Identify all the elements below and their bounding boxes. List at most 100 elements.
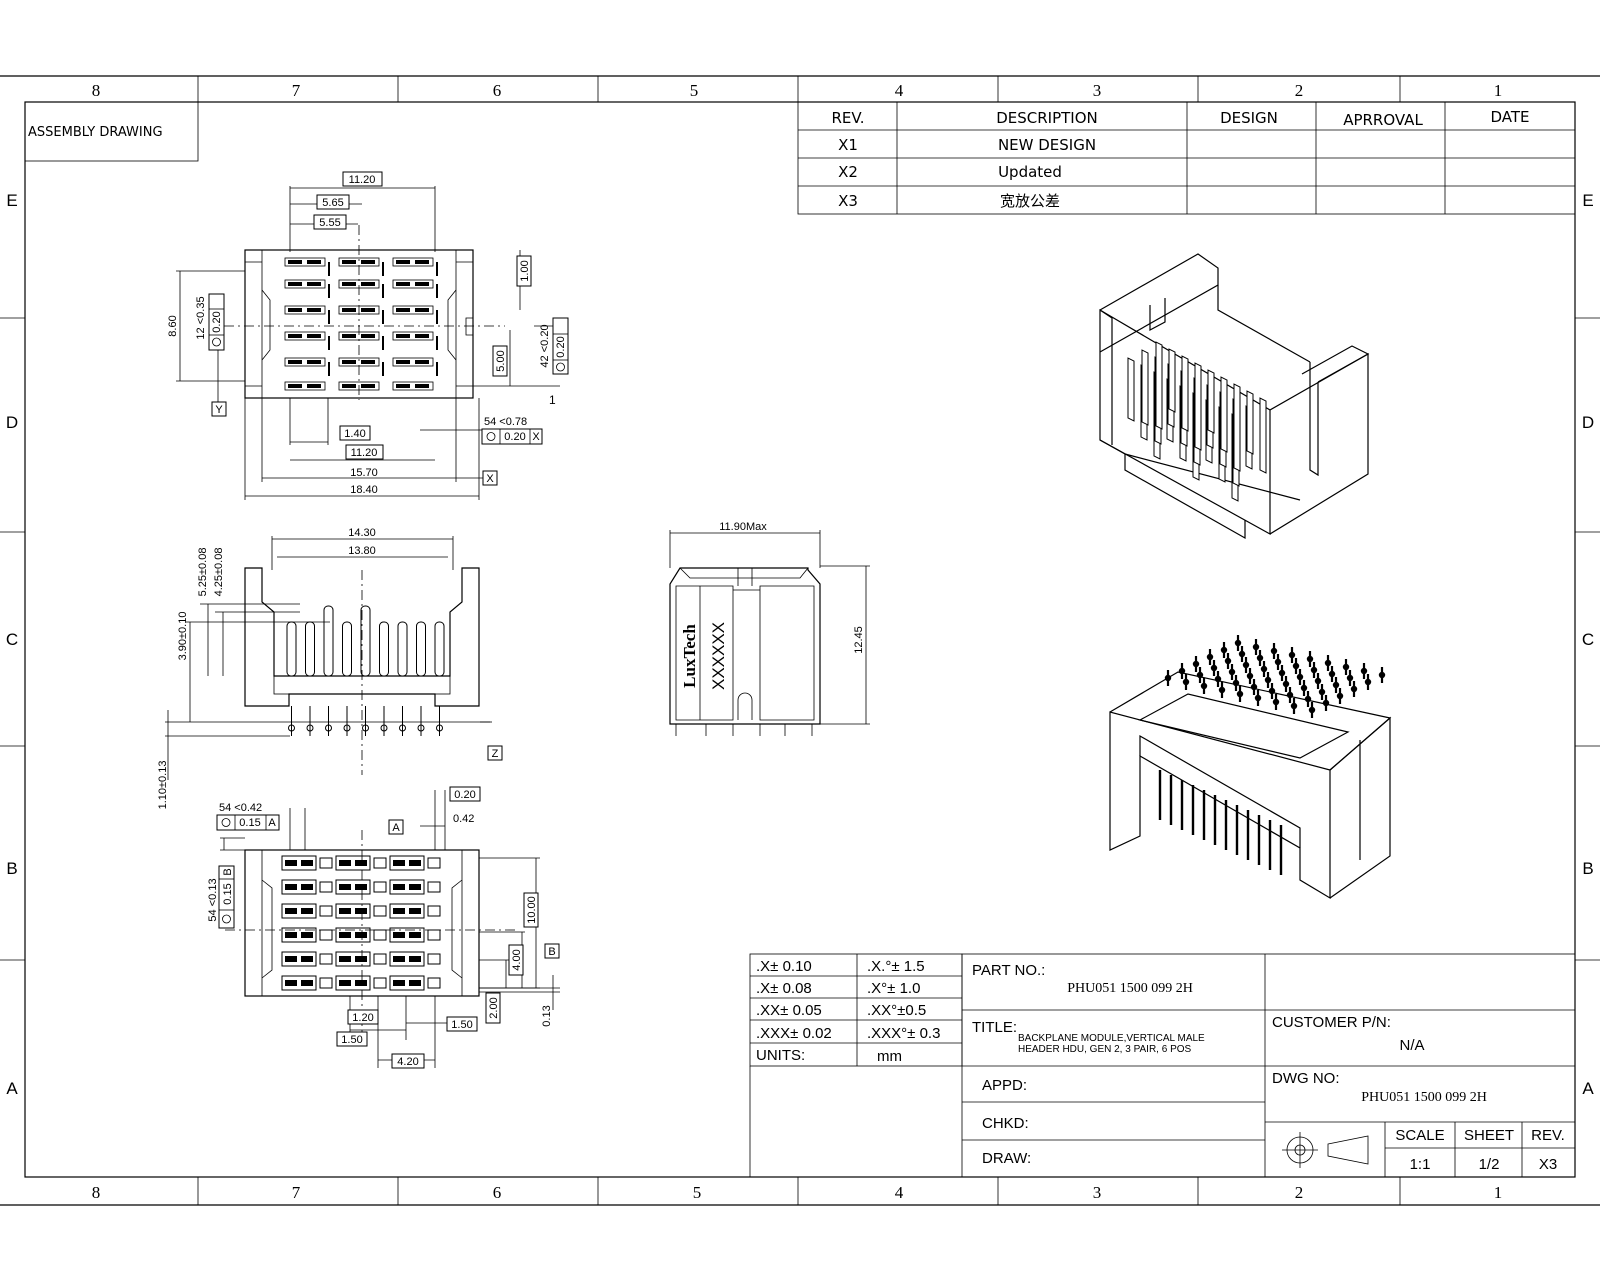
column-label: 8 xyxy=(92,1183,101,1202)
pin-head xyxy=(1256,654,1264,662)
pin xyxy=(379,621,389,677)
ground-cell xyxy=(427,953,441,965)
contact-cell xyxy=(335,927,371,943)
ground-cell xyxy=(373,953,387,965)
ground-cell xyxy=(373,929,387,941)
pin-head xyxy=(1192,660,1200,668)
contact-pad xyxy=(342,308,356,312)
revision-description: 宽放公差 xyxy=(1000,192,1060,210)
contact-cell xyxy=(281,975,317,991)
dim-label: 1.50 xyxy=(451,1019,472,1031)
column-label: 6 xyxy=(493,1183,502,1202)
pin-head xyxy=(1270,647,1278,655)
row-label: D xyxy=(1582,413,1594,432)
revision-table: REV. DESCRIPTION DESIGN APRROVAL DATE X1… xyxy=(797,101,1576,215)
row-label: C xyxy=(6,630,18,649)
rev-label: REV. xyxy=(1531,1127,1565,1144)
revision-description: Updated xyxy=(998,163,1062,181)
row-label: E xyxy=(6,191,17,210)
ground-cell xyxy=(319,929,333,941)
contact-pad xyxy=(409,980,421,986)
contact-pad xyxy=(355,980,367,986)
contact-pad xyxy=(288,334,302,338)
blade xyxy=(1155,341,1163,430)
contact-cell xyxy=(335,951,371,967)
tolerance-linear: .X± 0.08 xyxy=(756,980,812,997)
dwg-no-label: DWG NO: xyxy=(1272,1070,1340,1087)
pin-head xyxy=(1272,698,1280,706)
contact-pad xyxy=(361,308,375,312)
contact-pad xyxy=(415,334,429,338)
revision-description: NEW DESIGN xyxy=(998,136,1096,154)
contact-cell xyxy=(389,927,425,943)
scale-label: SCALE xyxy=(1395,1127,1444,1144)
dim-label: 1.00 xyxy=(519,260,531,281)
contact-pad xyxy=(342,360,356,364)
column-label: 3 xyxy=(1093,1183,1102,1202)
sheet-label: SHEET xyxy=(1464,1127,1514,1144)
revision-header: REV. xyxy=(832,109,865,127)
tolerance-angular: .XXX°± 0.3 xyxy=(867,1025,940,1042)
pin-head xyxy=(1296,673,1304,681)
part-no-value: PHU051 1500 099 2H xyxy=(1067,981,1193,996)
dim-label: 14.30 xyxy=(348,527,376,539)
dim-label: 5.65 xyxy=(322,197,343,209)
blade xyxy=(1168,348,1176,413)
contact-pad xyxy=(393,980,405,986)
end-view: 11.90Max 12.45 LuxTech XXXXXX xyxy=(669,521,870,736)
blade xyxy=(1207,369,1215,434)
contact-pad xyxy=(288,260,302,264)
pin-head xyxy=(1282,680,1290,688)
side-view-pins xyxy=(286,605,445,736)
contact-pad xyxy=(307,384,321,388)
blade xyxy=(1220,376,1228,453)
pin xyxy=(397,621,408,677)
pin xyxy=(323,605,334,677)
contact-pad xyxy=(355,884,367,890)
dim-label: 13.80 xyxy=(348,545,376,557)
dim-label: 1.40 xyxy=(344,428,365,440)
contact-pad xyxy=(355,932,367,938)
pin-head xyxy=(1304,695,1312,703)
isometric-view-top xyxy=(1099,253,1370,540)
contact-cell xyxy=(281,927,317,943)
contact-pair xyxy=(392,357,434,367)
contact-pad xyxy=(396,360,410,364)
dim-label: 15.70 xyxy=(350,467,378,479)
draw-label: DRAW: xyxy=(982,1150,1031,1167)
column-label: 7 xyxy=(292,1183,301,1202)
contact-cell xyxy=(335,855,371,871)
contact-pad xyxy=(396,308,410,312)
pin-head xyxy=(1164,674,1172,682)
contact-pad xyxy=(415,308,429,312)
contact-pair xyxy=(392,257,434,267)
contact-pad xyxy=(285,884,297,890)
pin-head xyxy=(1300,684,1308,692)
customer-pn-value: N/A xyxy=(1399,1037,1424,1054)
dim-label: 0.20 xyxy=(211,311,223,332)
pin-head xyxy=(1292,662,1300,670)
pin-head xyxy=(1242,661,1250,669)
dim-label: 5.25±0.08 xyxy=(197,548,209,597)
blade xyxy=(1259,397,1267,474)
contact-pad xyxy=(339,956,351,962)
row-label: C xyxy=(1582,630,1594,649)
dim-label: 0.15 xyxy=(222,883,234,904)
ground-cell xyxy=(427,905,441,917)
column-label: 5 xyxy=(693,1183,702,1202)
dwg-no-value: PHU051 1500 099 2H xyxy=(1361,1090,1487,1105)
contact-pad xyxy=(288,308,302,312)
ground-cell xyxy=(373,905,387,917)
datum-label: X xyxy=(486,473,494,485)
side-view: 14.30 13.80 5.25±0.08 4.25±0.08 3.90±0.1… xyxy=(157,527,503,809)
dim-label: 42 <0.20 xyxy=(539,324,551,367)
contact-pad xyxy=(342,260,356,264)
customer-pn-label: CUSTOMER P/N: xyxy=(1272,1014,1391,1031)
contact-pad xyxy=(307,308,321,312)
pin-head xyxy=(1264,676,1272,684)
pin-head xyxy=(1228,668,1236,676)
ground-cell xyxy=(373,881,387,893)
pin-head xyxy=(1378,671,1386,679)
column-label: 5 xyxy=(690,81,699,100)
pin-head xyxy=(1214,675,1222,683)
